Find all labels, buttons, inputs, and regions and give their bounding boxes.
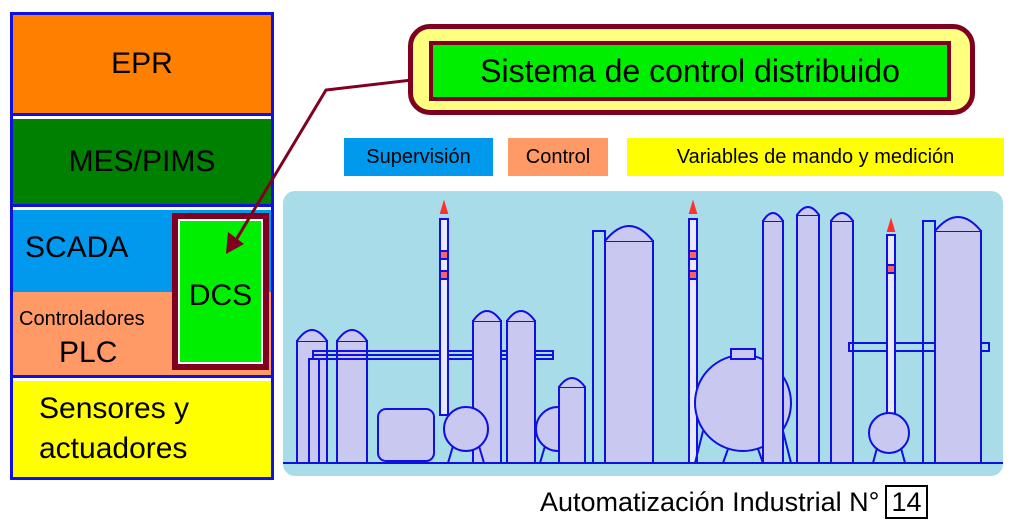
layer-epr-label: EPR	[111, 47, 173, 80]
dcs-box: DCS	[172, 213, 269, 370]
title-text: Sistema de control distribuido	[480, 52, 900, 89]
layer-plc-label-plc: PLC	[59, 336, 118, 369]
legend-supervision-label: Supervisión	[366, 145, 471, 168]
dcs-label: DCS	[188, 278, 253, 312]
layer-epr: EPR	[13, 15, 271, 116]
layer-sensors-label-1: Sensores y	[39, 392, 190, 425]
legend-supervision: Supervisión	[344, 138, 493, 176]
layer-mes-label: MES/PIMS	[68, 144, 216, 178]
layer-mes-pims: MES/PIMS	[13, 119, 271, 207]
legend-variables: Variables de mando y medición	[627, 138, 1004, 176]
footer: Automatización Industrial N° 14	[540, 484, 928, 520]
layer-plc-label-controllers: Controladores	[19, 308, 145, 330]
title-box: Sistema de control distribuido	[429, 41, 951, 101]
legend-variables-label: Variables de mando y medición	[676, 145, 955, 168]
legend-control-label: Control	[525, 145, 591, 168]
layer-sensors: Sensores y actuadores	[13, 381, 271, 477]
dcs-inner: DCS	[178, 219, 263, 364]
plant-illustration	[283, 191, 1003, 476]
layer-scada-label: SCADA	[25, 231, 129, 264]
footer-text: Automatización Industrial N°	[540, 486, 880, 517]
layer-sensors-label-2: actuadores	[39, 432, 188, 465]
page-number: 14	[885, 485, 928, 519]
legend-control: Control	[508, 138, 608, 176]
refinery-icon	[283, 199, 1003, 464]
title-frame: Sistema de control distribuido	[408, 24, 975, 115]
